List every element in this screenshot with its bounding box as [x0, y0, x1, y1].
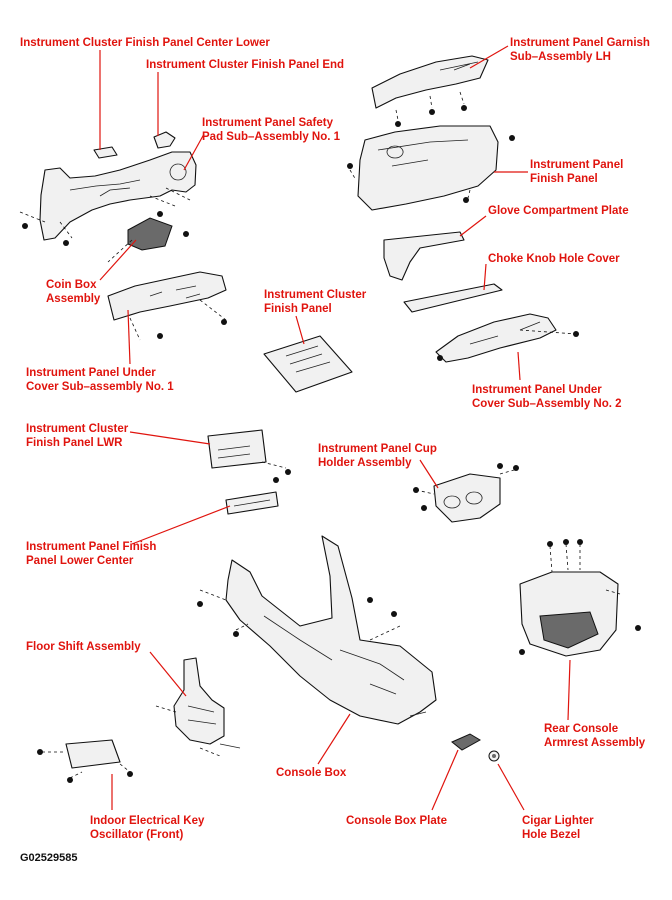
label-safety-pad: Instrument Panel Safety Pad Sub–Assembly…: [202, 117, 341, 143]
console-plate-part: [451, 733, 481, 751]
finish-panel-part: [347, 125, 515, 211]
label-under-cover-1: Instrument Panel Under Cover Sub–assembl…: [26, 367, 174, 393]
label-cluster-center-lower: Instrument Cluster Finish Panel Center L…: [20, 37, 270, 49]
label-cigar-bezel: Cigar Lighter Hole Bezel: [522, 815, 594, 841]
choke-cover-part: [403, 283, 503, 313]
label-cup-holder: Instrument Panel Cup Holder Assembly: [318, 443, 437, 469]
leader-lines: [99, 45, 571, 811]
label-under-cover-2: Instrument Panel Under Cover Sub–Assembl…: [472, 384, 622, 410]
label-rear-armrest: Rear Console Armrest Assembly: [544, 723, 646, 749]
label-console-plate: Console Box Plate: [346, 815, 447, 827]
lower-center-part: [225, 491, 279, 515]
label-coin-box: Coin Box Assembly: [46, 279, 101, 305]
cluster-center-lower-part: [93, 146, 118, 159]
label-finish-panel: Instrument Panel Finish Panel: [530, 159, 624, 185]
cluster-lwr-part: [207, 429, 291, 483]
label-garnish-lh: Instrument Panel Garnish Sub–Assembly LH: [510, 37, 650, 63]
key-oscillator-part: [37, 739, 133, 783]
label-console-box: Console Box: [276, 767, 347, 779]
label-floor-shift: Floor Shift Assembly: [26, 641, 141, 653]
label-lower-center: Instrument Panel Finish Panel Lower Cent…: [26, 541, 157, 567]
under-cover-1-part: [107, 271, 227, 341]
rear-armrest-part: [519, 539, 641, 657]
label-choke-cover: Choke Knob Hole Cover: [488, 253, 620, 265]
cluster-end-part: [153, 131, 176, 149]
label-cluster-lwr: Instrument Cluster Finish Panel LWR: [26, 423, 129, 449]
diagram-id: G02529585: [20, 852, 78, 864]
label-key-oscillator: Indoor Electrical Key Oscillator (Front): [90, 815, 205, 841]
glove-plate-part: [383, 231, 465, 281]
safety-pad-part: [19, 151, 197, 246]
label-cluster-end: Instrument Cluster Finish Panel End: [146, 59, 345, 71]
floor-shift-part: [155, 657, 241, 757]
garnish-lh-part: [371, 55, 489, 127]
cigar-bezel-part: [488, 750, 500, 762]
console-box-part: [197, 535, 437, 725]
coin-box-part: [107, 217, 173, 263]
under-cover-2-part: [435, 313, 579, 363]
cup-holder-part: [413, 463, 519, 523]
label-glove-plate: Glove Compartment Plate: [488, 205, 629, 217]
label-cluster-finish: Instrument Cluster Finish Panel: [264, 289, 367, 315]
cluster-finish-part: [263, 335, 353, 393]
